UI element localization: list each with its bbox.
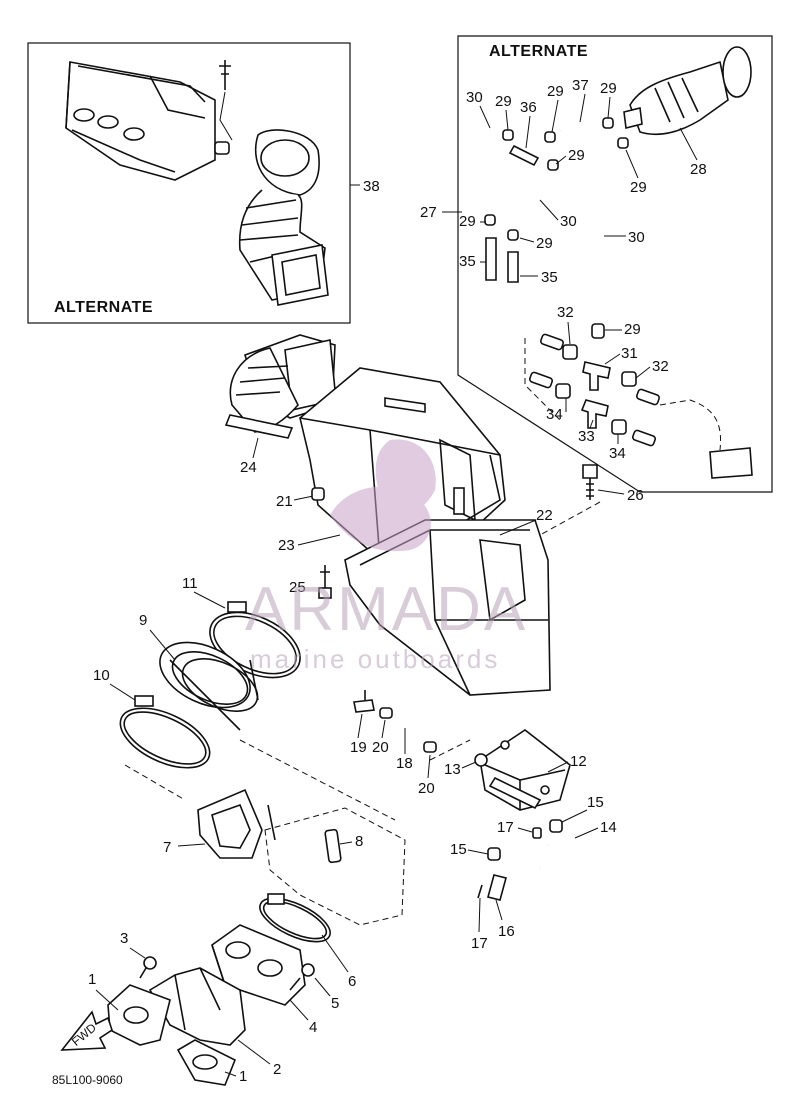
fuel-hose-14 [487,819,577,870]
callout-32: 32 [652,358,669,375]
primer-pump [623,46,752,136]
callout-35: 35 [541,269,558,286]
callout-3: 3 [120,930,128,947]
intake-duct [224,334,337,439]
callout-5: 5 [331,995,339,1012]
alternate-box-right [457,35,773,493]
callout-6: 6 [348,973,356,990]
watermark-tagline: marine outboards [250,644,500,674]
callout-24: 24 [240,459,257,476]
fwd-arrow-icon: FWD [60,1010,113,1051]
callout-14: 14 [600,819,617,836]
callout-34: 34 [609,445,626,462]
drawing-code: 85L100-9060 [52,1073,123,1087]
alt-silencer-cover [65,61,216,181]
callout-19: 19 [350,739,367,756]
callout-28: 28 [690,161,707,178]
callout-17: 17 [471,935,488,952]
gasket-1a [107,984,171,1046]
alternate-box-left [27,42,351,324]
callout-30: 30 [466,89,483,106]
callout-29: 29 [495,93,512,110]
rubber-joint-9 [159,641,259,731]
watermark-brand: ARMADA [245,575,528,644]
callout-9: 9 [139,612,147,629]
callout-15: 15 [450,841,467,858]
screw-13 [474,753,488,767]
callout-1: 1 [239,1068,247,1085]
callout-2: 2 [273,1061,281,1078]
callout-34: 34 [546,406,563,423]
callout-29: 29 [536,235,553,252]
clamp-6 [259,893,331,943]
callout-29: 29 [624,321,641,338]
callout-38: 38 [363,178,380,195]
callout-11: 11 [182,575,198,592]
alt-hose-set [476,117,629,339]
callout-15: 15 [587,794,604,811]
alternate-label-left: ALTERNATE [54,299,153,316]
armada-logo-icon [330,439,436,552]
callout-17: 17 [497,819,514,836]
callout-29: 29 [547,83,564,100]
filter-16 [477,874,507,901]
callout-18: 18 [396,755,413,772]
bolt-25 [318,565,332,599]
callout-33: 33 [578,428,595,445]
callout-29: 29 [459,213,476,230]
callout-26: 26 [627,487,644,504]
callout-23: 23 [278,537,295,554]
callout-29: 29 [600,80,617,97]
joint-19 [353,690,375,713]
fuel-hose-18 [394,711,437,753]
clip-20 [379,707,393,719]
bolt-5 [289,963,315,991]
gasket-7 [197,788,263,859]
callout-13: 13 [444,761,461,778]
callout-31: 31 [621,345,638,362]
callout-37: 37 [572,77,589,94]
callout-20: 20 [418,780,435,797]
callout-25: 25 [289,579,306,596]
callout-36: 36 [520,99,537,116]
callout-29: 29 [630,179,647,196]
alt-bolt [214,60,233,155]
clamp-10 [119,695,211,769]
alternate-label-right: ALTERNATE [489,43,588,60]
callout-35: 35 [459,253,476,270]
callout-32: 32 [557,304,574,321]
callout-29: 29 [568,147,585,164]
callout-16: 16 [498,923,515,940]
callout-12: 12 [570,753,587,770]
callout-1: 1 [88,971,96,988]
bolt-3 [139,956,157,979]
callout-21: 21 [276,493,293,510]
fuel-pump [479,729,571,811]
callout-4: 4 [309,1019,317,1036]
callout-7: 7 [163,839,171,856]
callout-30: 30 [560,213,577,230]
callout-8: 8 [355,833,363,850]
callout-30: 30 [628,229,645,246]
bolt-26 [582,464,598,500]
armada-watermark: ARMADA marine outboards [245,439,528,674]
callout-20: 20 [372,739,389,756]
stud-8 [324,828,342,864]
callout-22: 22 [536,507,553,524]
alt-tee-set [524,333,753,479]
callout-27: 27 [420,204,437,221]
callout-10: 10 [93,667,110,684]
carburetor-outline [264,804,406,926]
manifold-2 [148,967,246,1046]
gasket-1b [176,1039,237,1086]
alt-intake-duct [238,129,329,306]
